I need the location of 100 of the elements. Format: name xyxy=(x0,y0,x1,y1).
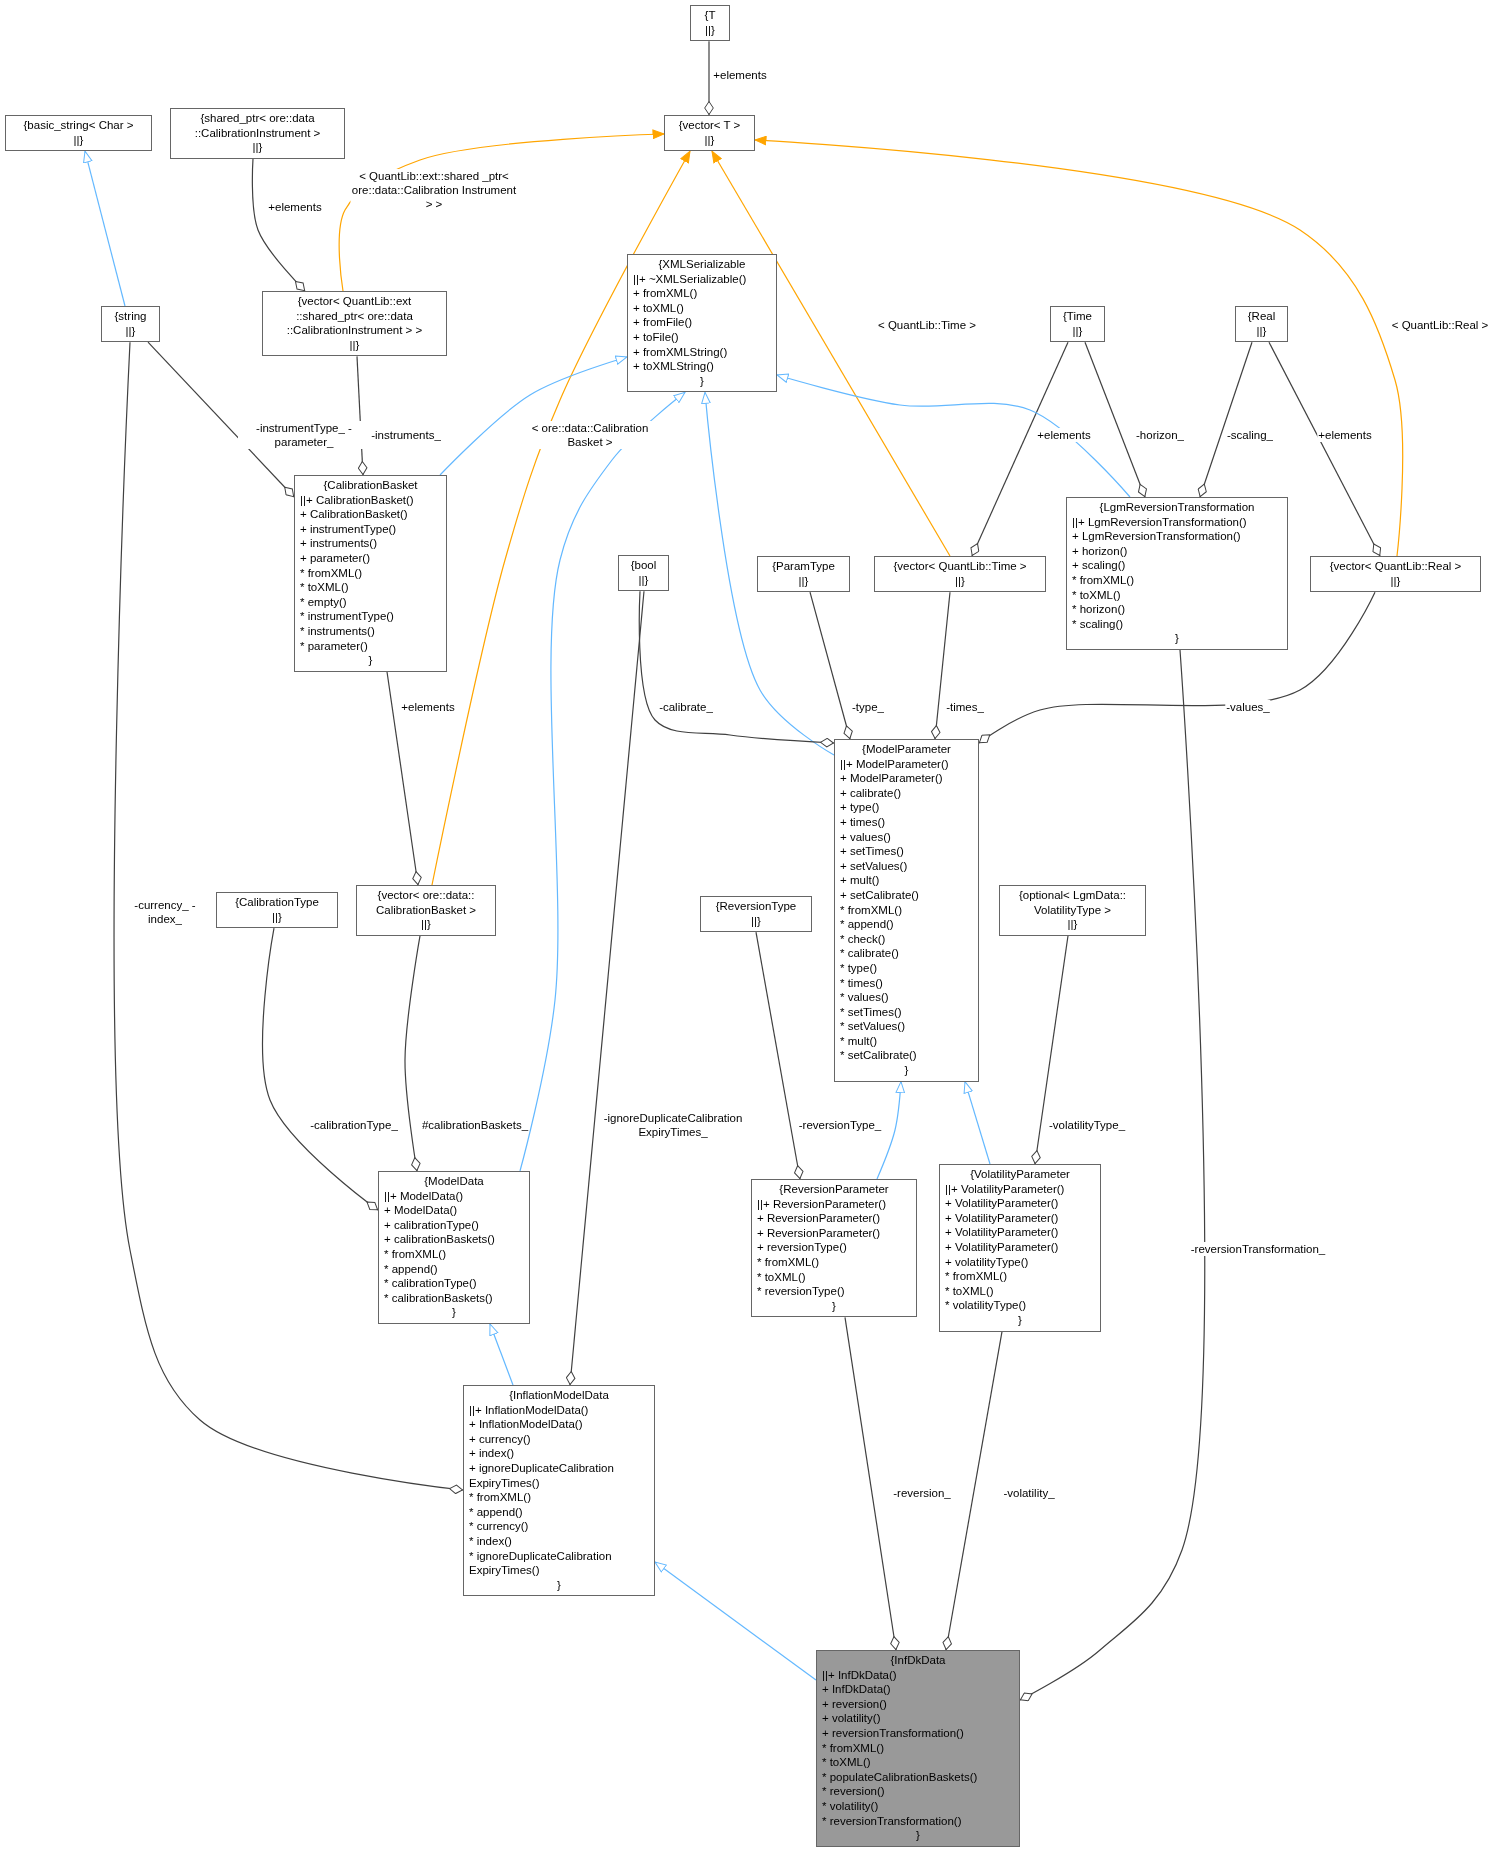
member-line: + times() xyxy=(840,814,887,830)
member-line: * currency() xyxy=(469,1519,530,1534)
edge-label: -reversionType_ xyxy=(797,1118,883,1132)
edge-label: -instruments_ xyxy=(370,428,442,442)
arrow xyxy=(431,150,691,886)
class-name: {vector< QuantLib::Real > xyxy=(1328,559,1463,574)
aggregation-line xyxy=(565,590,645,1386)
aggregation-line xyxy=(262,927,379,1211)
member-line: + toXMLString() xyxy=(633,359,715,374)
member-line: * volatility() xyxy=(822,1798,880,1814)
edge-label: -reversionTransformation_ xyxy=(1189,1242,1327,1256)
class-name: {VolatilityParameter xyxy=(969,1167,1071,1182)
member-line: * reversion() xyxy=(822,1784,886,1799)
closing-brace: ||} xyxy=(420,917,432,932)
aggregation-line xyxy=(1031,935,1069,1165)
class-box xyxy=(262,291,447,357)
member-line: ||+ InflationModelData() xyxy=(469,1402,590,1418)
closing-brace: ||} xyxy=(1389,573,1402,589)
member-line: * fromXML() xyxy=(822,1740,885,1756)
class-box xyxy=(939,1164,1101,1332)
class-box xyxy=(294,475,447,672)
member-line: * check() xyxy=(840,931,887,947)
class-box xyxy=(816,1650,1020,1847)
closing-brace: ||} xyxy=(124,323,137,339)
class-name: {ReversionType xyxy=(714,899,798,914)
arrow xyxy=(489,1323,514,1386)
class-box xyxy=(170,108,345,159)
member-line: * toXML() xyxy=(300,580,350,595)
aggregation-line xyxy=(147,341,295,498)
aggregation-line xyxy=(1268,341,1382,557)
edge-label: -calibrate_ xyxy=(658,700,714,714)
class-box xyxy=(751,1179,917,1318)
class-box xyxy=(1066,497,1288,650)
member-line: ||+ CalibrationBasket() xyxy=(300,492,415,508)
class-name: {vector< ore::data:: CalibrationBasket > xyxy=(374,888,477,918)
member-line: * populateCalibrationBaskets() xyxy=(822,1769,979,1785)
member-line: + instruments() xyxy=(300,536,378,551)
class-name: {bool xyxy=(629,558,658,573)
class-box xyxy=(1310,556,1481,593)
member-line: + reversion() xyxy=(822,1696,888,1712)
arrow xyxy=(83,150,126,307)
closing-brace: } xyxy=(1174,631,1180,646)
member-line: * volatilityType() xyxy=(945,1298,1028,1313)
member-line: * reversionType() xyxy=(757,1284,846,1299)
member-line: + volatility() xyxy=(822,1711,882,1726)
member-line: ||+ VolatilityParameter() xyxy=(945,1181,1066,1197)
class-name: {optional< LgmData:: VolatilityType > xyxy=(1017,888,1128,918)
member-line: + LgmReversionTransformation() xyxy=(1072,529,1242,544)
aggregation-line xyxy=(113,341,464,1494)
closing-brace: } xyxy=(556,1577,562,1593)
closing-brace: ||} xyxy=(797,573,810,589)
member-line: + calibrate() xyxy=(840,785,903,801)
closing-brace: } xyxy=(831,1298,837,1314)
member-line: + scaling() xyxy=(1072,558,1127,573)
class-name: {InfDkData xyxy=(889,1653,947,1668)
class-box xyxy=(627,254,777,393)
member-line: + toFile() xyxy=(633,329,680,345)
member-line: + mult() xyxy=(840,873,881,888)
closing-brace: } xyxy=(915,1828,921,1843)
edge-label: +elements xyxy=(267,200,323,214)
class-name: {T xyxy=(703,8,717,23)
arrow xyxy=(654,1561,817,1681)
arrow xyxy=(711,150,951,557)
aggregation-line xyxy=(1019,649,1206,1702)
member-line: + values() xyxy=(840,829,892,845)
member-line: + VolatilityParameter() xyxy=(945,1239,1060,1255)
member-line: + toXML() xyxy=(633,300,685,316)
member-line: * ignoreDuplicateCalibration ExpiryTimes() xyxy=(469,1548,613,1578)
member-line: * calibrationBaskets() xyxy=(384,1290,494,1306)
member-line: * fromXML() xyxy=(300,565,363,581)
closing-brace: } xyxy=(699,373,705,389)
closing-brace: ||} xyxy=(637,572,650,588)
aggregation-line xyxy=(404,935,421,1172)
member-line: + InflationModelData() xyxy=(469,1417,584,1432)
edge-label: +elements xyxy=(400,700,456,714)
aggregation-line xyxy=(1197,341,1253,498)
edge-label: -times_ xyxy=(945,700,985,714)
member-line: * calibrate() xyxy=(840,946,900,961)
member-line: * setValues() xyxy=(840,1019,906,1034)
arrow xyxy=(701,391,835,756)
member-line: + index() xyxy=(469,1446,516,1461)
member-line: + ReversionParameter() xyxy=(757,1211,882,1226)
member-line: + VolatilityParameter() xyxy=(945,1210,1060,1226)
closing-brace: ||} xyxy=(1255,323,1268,339)
class-box xyxy=(378,1171,530,1324)
class-name: {ParamType xyxy=(771,559,836,574)
member-line: * index() xyxy=(469,1533,513,1549)
class-name: {LgmReversionTransformation xyxy=(1098,500,1256,515)
class-name: {CalibrationType xyxy=(234,895,320,910)
closing-brace: } xyxy=(903,1063,910,1078)
edge-label: +elements xyxy=(1036,428,1092,442)
closing-brace: ||} xyxy=(1071,323,1084,339)
member-line: + setTimes() xyxy=(840,844,905,859)
member-line: + currency() xyxy=(469,1431,532,1447)
member-line: * toXML() xyxy=(757,1269,807,1285)
edge-label: -type_ xyxy=(851,700,885,714)
member-line: * values() xyxy=(840,990,890,1005)
edge-label: < QuantLib::Real > xyxy=(1390,318,1490,332)
member-line: + setValues() xyxy=(840,858,909,874)
class-box xyxy=(618,555,669,592)
